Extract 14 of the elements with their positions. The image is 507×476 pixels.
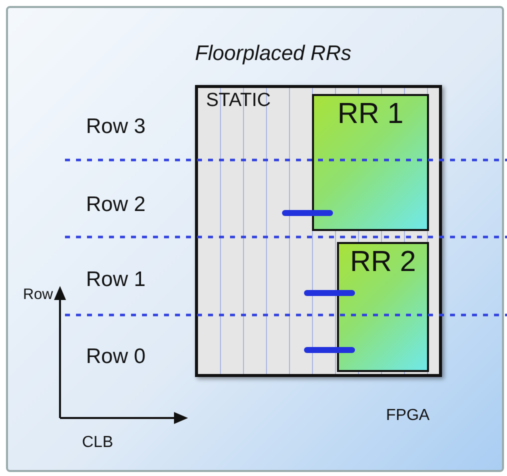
row-label: CLB [82, 434, 114, 452]
row-label: Row 0 [86, 345, 146, 369]
region-label: RR 1 [336, 98, 405, 131]
region-label: RR 2 [348, 246, 418, 279]
reconfigurable-region [312, 94, 429, 231]
row-label: Row 1 [86, 268, 146, 292]
row-label: Row [23, 286, 54, 303]
fpga-region [195, 85, 442, 377]
region-caption: FPGA [386, 407, 430, 425]
title: Floorplaced RRs [195, 42, 352, 66]
row-label: Row 3 [86, 115, 146, 139]
row-label: Row 2 [86, 193, 146, 217]
reconfigurable-region [337, 242, 429, 372]
region-label: STATIC [206, 90, 271, 112]
